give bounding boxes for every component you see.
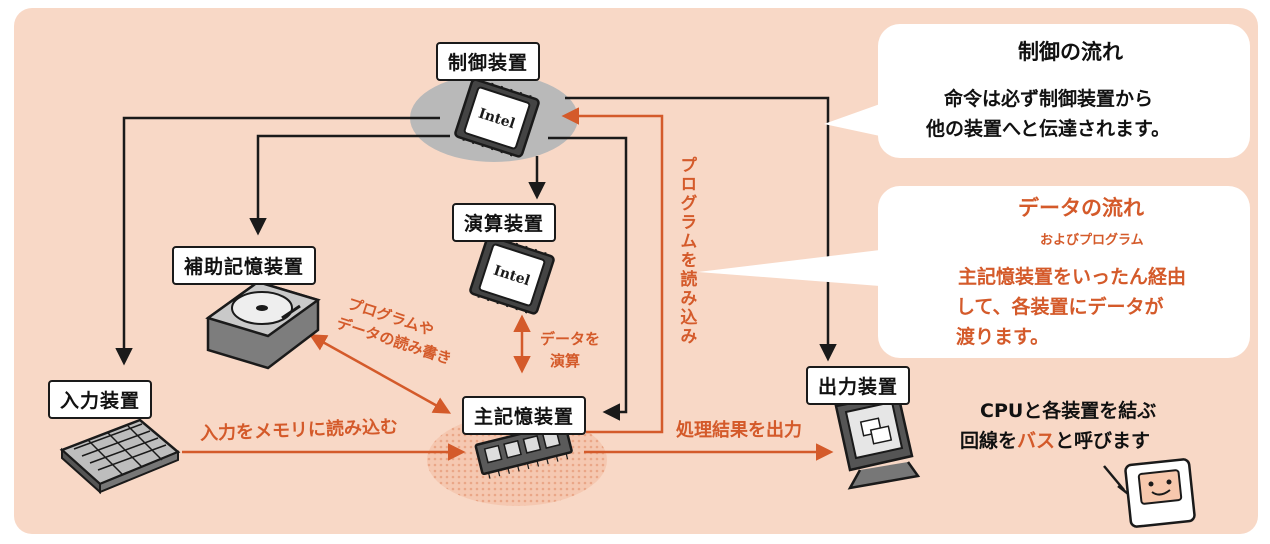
data-legend-bubble [878, 186, 1250, 358]
hard-disk-icon [205, 280, 321, 370]
control-to-aux-arrow [249, 134, 450, 236]
monitor-icon [834, 392, 921, 490]
bus-note-line1: CPUと各装置を結ぶ [980, 400, 1157, 422]
legend-data-title: データの流れ [1018, 196, 1144, 220]
legend-control-title: 制御の流れ [1018, 40, 1123, 64]
memory-to-control-program-arrow [561, 107, 664, 434]
memory-module-icon [474, 422, 573, 479]
main-memory-label: 主記憶装置 [462, 396, 587, 435]
alu-calc-label-2: 演算 [550, 352, 581, 370]
control-bubble-tail [824, 104, 880, 136]
legend-data-line3: 渡ります。 [956, 326, 1050, 348]
control-to-input-arrow [115, 116, 440, 366]
control-unit-label: 制御装置 [436, 42, 541, 81]
alu-calc-label-1: データを [540, 330, 601, 348]
data-bubble-tail [698, 250, 880, 286]
alu-chip-icon [469, 235, 555, 315]
aux-memory-arrow [308, 334, 452, 414]
bus-note-bus-term: バス [1017, 430, 1056, 452]
memory-to-output-label: 処理結果を出力 [676, 420, 802, 441]
keyboard-icon [59, 418, 181, 495]
input-device-label: 入力装置 [48, 380, 153, 419]
legend-data-line1: 主記憶装置をいったん経由 [958, 266, 1187, 288]
aux-storage-label: 補助記憶装置 [172, 246, 317, 285]
bus-note-line2-c: と呼びます [1055, 430, 1151, 452]
legend-control-line2: 他の装置へと伝達されます。 [926, 118, 1171, 140]
output-device-label: 出力装置 [806, 366, 911, 405]
bus-note-line2: 回線をバスと呼びます [960, 428, 1150, 455]
legend-data-line2: して、各装置にデータが [956, 296, 1164, 318]
alu-label: 演算装置 [452, 203, 557, 242]
control-to-memory-arrow [548, 136, 628, 421]
legend-data-subtitle: およびプログラム [1040, 233, 1144, 248]
program-read-label: プログラムを読み込み [676, 156, 697, 346]
bus-note-line2-a: 回線を [960, 430, 1018, 452]
legend-control-line1: 命令は必ず制御装置から [944, 88, 1154, 110]
control-chip-icon [454, 78, 540, 158]
mascot-icon [1103, 458, 1196, 528]
control-legend-bubble [878, 24, 1250, 158]
